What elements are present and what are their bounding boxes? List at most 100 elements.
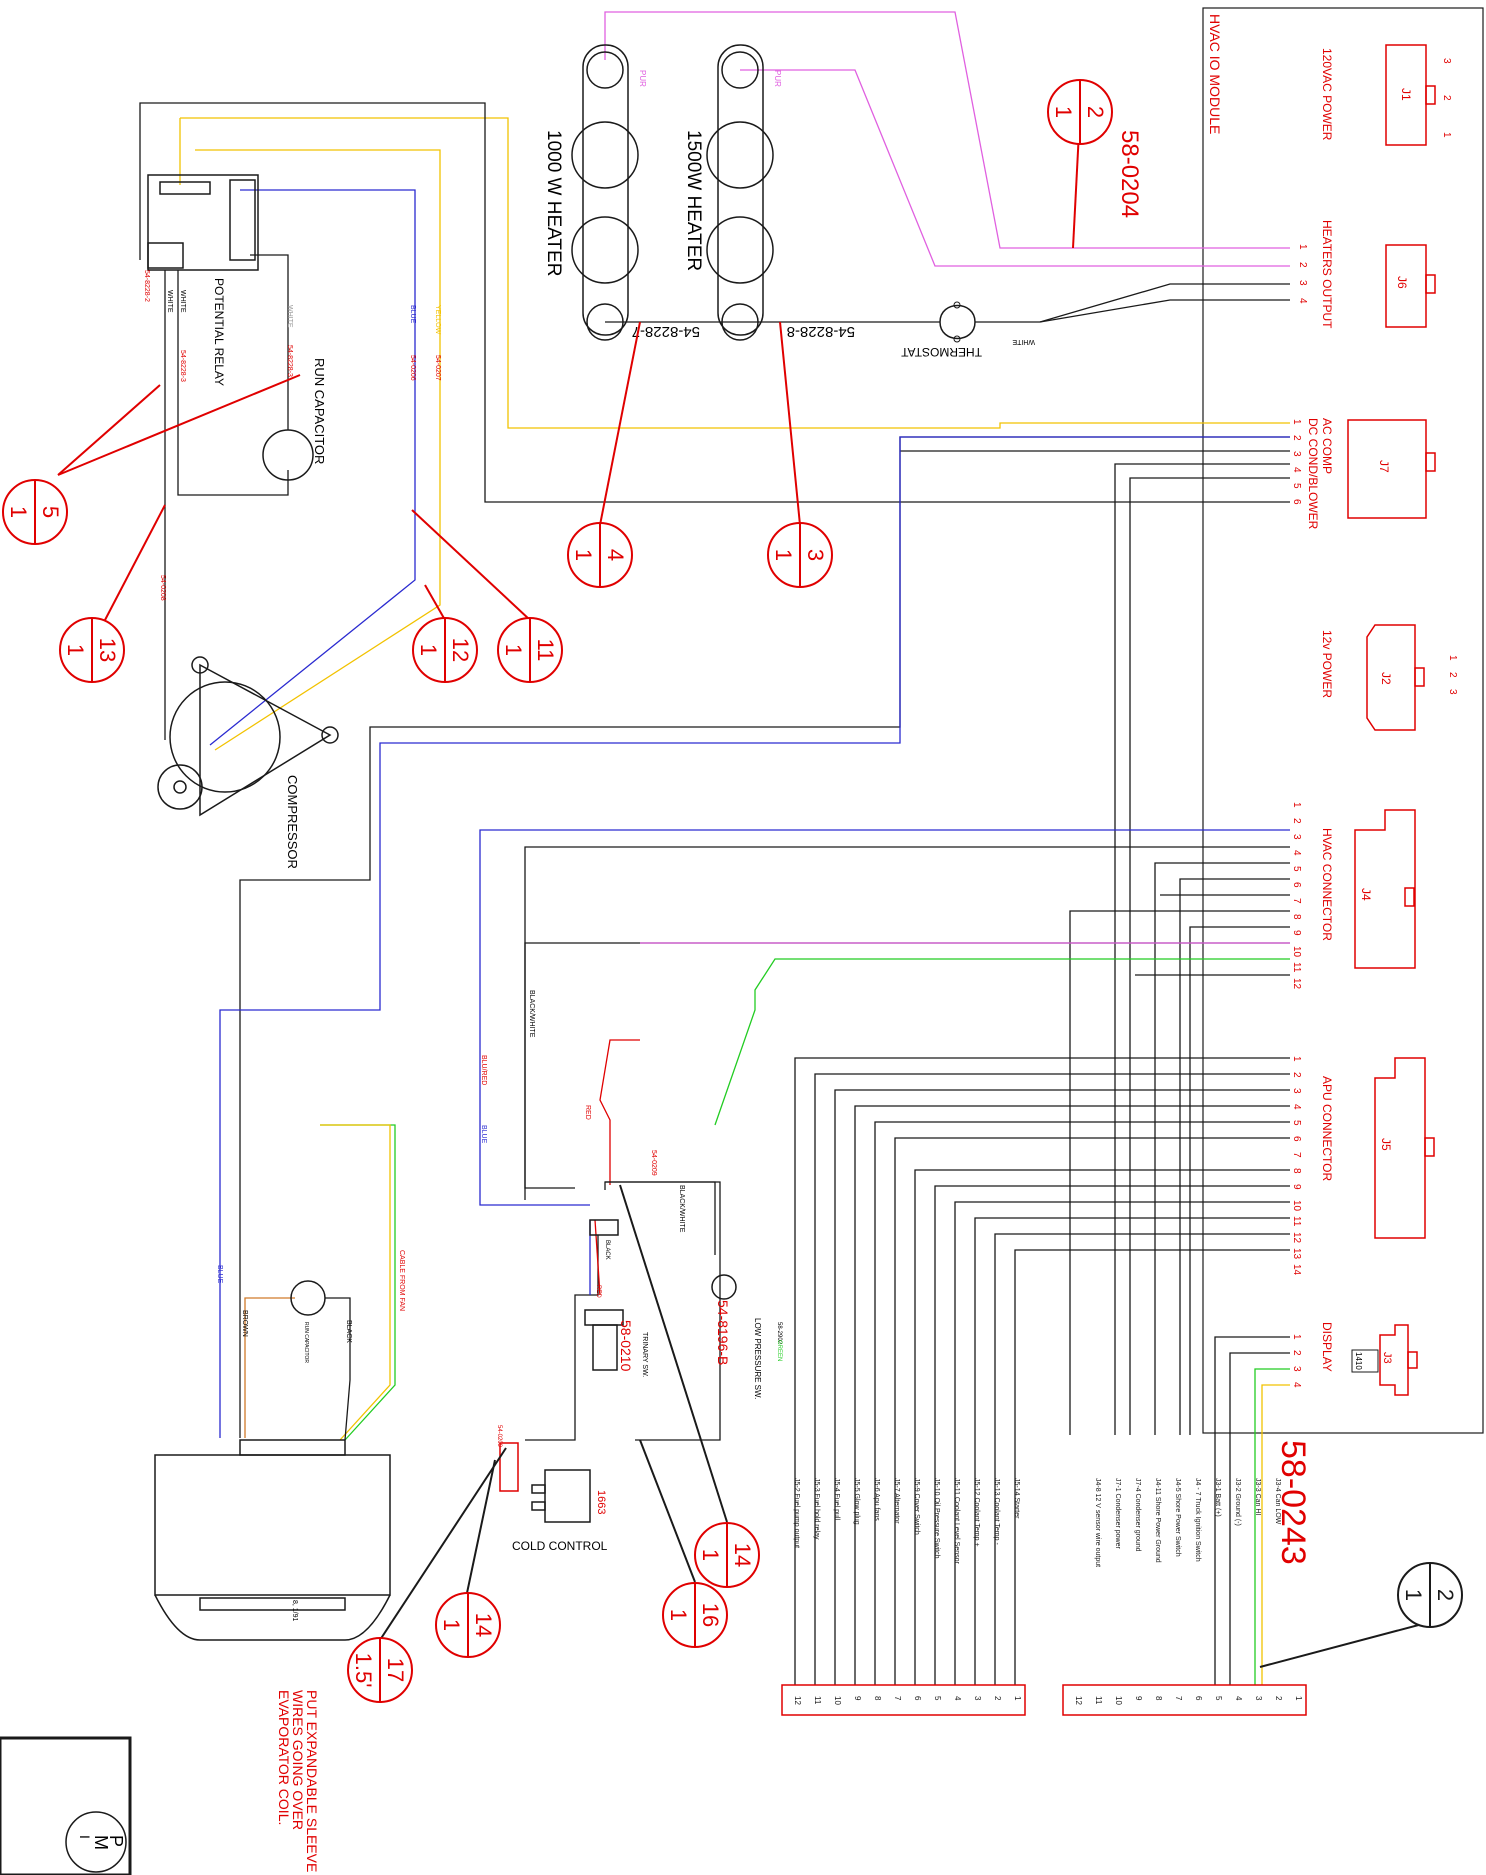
note: PUT EXPANDABLE SLEEVE ON WIRES GOING OVE…	[276, 1690, 320, 1875]
j4-pin: 6	[1291, 882, 1302, 888]
j1-label: 120VAC POWER	[1320, 48, 1334, 141]
callout-bubble: 51	[2, 479, 68, 545]
compressor: COMPRESSOR	[157, 656, 339, 869]
thermostat-white-label: WHITE	[1012, 338, 1035, 345]
low-pressure-switch: LOW PRESSURE SW. 54-8196-B 58-2902 GREEN	[711, 1274, 782, 1399]
tag-blue: BLUE	[409, 305, 416, 324]
j7-pin: 2	[1291, 435, 1302, 441]
terminal-pin: 12	[1074, 1696, 1083, 1705]
j5-pin: 6	[1291, 1136, 1302, 1142]
tag-54-0207: 54-0207	[434, 355, 441, 381]
heater-1500-pur-label: PUR	[773, 70, 782, 87]
terminal-signal: J5-9 Cover Switch	[913, 1478, 920, 1535]
callout-bubble: 131	[59, 617, 125, 683]
j5-pin: 4	[1291, 1104, 1302, 1110]
callout-number: 12	[448, 638, 473, 662]
j5-pin: 1	[1291, 1056, 1302, 1062]
j1-pin: 1	[1441, 132, 1452, 138]
j5-pin: 9	[1291, 1184, 1302, 1190]
j6-id: J6	[1395, 276, 1409, 289]
fan-size-label: 8, 1/91	[291, 1600, 298, 1622]
tag-58-2902: 58-2902	[776, 1322, 782, 1345]
callout-qty: 1	[439, 1619, 464, 1631]
j2-id: J2	[1379, 672, 1393, 685]
callout-qty: 1	[501, 644, 526, 656]
callout-qty: 1	[771, 549, 796, 561]
thermostat-label: THERMOSTAT	[900, 345, 982, 359]
heater-1500-label: 1500W HEATER	[683, 130, 704, 271]
terminal-signal: J3-3 Can HI	[1254, 1478, 1261, 1515]
callout-number: 5	[38, 506, 63, 518]
callout-qty: 1	[63, 644, 88, 656]
j5-pin: 12	[1291, 1232, 1302, 1244]
callout-qty: 1	[698, 1549, 723, 1561]
connector-j1: J1 120VAC POWER 3 2 1	[1320, 44, 1452, 146]
terminal-pin: 7	[1174, 1696, 1183, 1701]
connector-j5: J5 APU CONNECTOR 1 2 3 4 5 6 7 8 9 10 11…	[1291, 1056, 1435, 1276]
callout-bubble: 141	[694, 1522, 760, 1588]
wires	[139, 11, 1290, 1685]
j3-part: 1410	[1354, 1352, 1363, 1370]
j4-pin: 9	[1291, 930, 1302, 936]
terminal-pin: 10	[1114, 1696, 1123, 1705]
terminal-pin: 4	[1234, 1696, 1243, 1701]
j5-pin: 2	[1291, 1072, 1302, 1078]
tag-green: GREEN	[776, 1340, 782, 1361]
tag-54-0208: 54-0208	[159, 575, 166, 601]
j6-pin: 3	[1297, 280, 1308, 286]
j6-label: HEATERS OUTPUT	[1320, 220, 1334, 329]
callout-qty: 1	[1401, 1589, 1426, 1601]
j7-pin: 6	[1291, 499, 1302, 505]
logo-i: I	[77, 1835, 93, 1839]
j4-pin: 1	[1291, 802, 1302, 808]
module-part-number: 58-0243	[1274, 1440, 1312, 1565]
j5-pin: 3	[1291, 1088, 1302, 1094]
j7-label-2: DC COND/BLOWER	[1306, 418, 1320, 530]
terminal-signal: J5-6 Apu fans	[873, 1478, 880, 1521]
note-line-1: PUT EXPANDABLE SLEEVE ON	[304, 1690, 320, 1875]
j4-pin: 11	[1291, 962, 1302, 973]
callout-number: 3	[803, 549, 828, 561]
tag-54-8228-2: 54-8228-2	[143, 270, 150, 302]
j6-pin: 2	[1297, 262, 1308, 268]
trinary-label: TRINARY SW.	[641, 1332, 648, 1377]
low-pressure-part: 54-8196-B	[715, 1300, 731, 1365]
module-title: HVAC IO MODULE	[1207, 14, 1223, 134]
j6-pin: 4	[1297, 298, 1308, 304]
terminal-signal: J5-7 Alternator	[893, 1478, 900, 1524]
terminal-pin: 5	[1214, 1696, 1223, 1701]
j4-pin: 4	[1291, 850, 1302, 856]
j4-pin: 8	[1291, 914, 1302, 920]
tag-54-0209: 54-0209	[650, 1150, 657, 1176]
wire-tag-54-8228-7: 54-8228-7	[632, 323, 700, 340]
callout-qty: 1	[666, 1609, 691, 1621]
terminal-pin: 12	[793, 1696, 802, 1705]
j4-pin: 2	[1291, 818, 1302, 824]
callout-number: 11	[533, 639, 558, 662]
terminal-pin: 8	[873, 1696, 882, 1701]
terminal-signal: J3-1 Batt (+)	[1214, 1478, 1221, 1517]
low-pressure-label: LOW PRESSURE SW.	[753, 1318, 762, 1399]
j3-pin: 3	[1291, 1366, 1302, 1372]
terminal-pin: 2	[993, 1696, 1002, 1701]
tag-white-3: WHITE	[286, 305, 293, 328]
terminal-signal: J3-4 Can LOW	[1274, 1478, 1281, 1525]
j4-id: J4	[1359, 888, 1373, 901]
terminal-pin: 10	[833, 1696, 842, 1705]
tag-blu-red: BLU/RED	[480, 1055, 487, 1085]
callout-bubble: 14 1	[435, 1592, 501, 1658]
terminal-signal: J4-5 Shore Power Switch	[1174, 1478, 1181, 1557]
cable-from-fan-label: CABLE FROM FAN	[398, 1250, 405, 1311]
terminal-signal: J7-1 Condenser power	[1114, 1478, 1121, 1549]
callout-bubble: 171.5'	[347, 1637, 413, 1703]
callout-bubble: 21	[1397, 1562, 1463, 1628]
tag-red: RED	[584, 1105, 591, 1120]
tag-yellow: YELLOW	[434, 305, 441, 335]
callout-qty: 1.5'	[351, 1653, 376, 1688]
callout-number: 14	[471, 1613, 496, 1637]
terminal-signal: J5-5 Glow plug	[853, 1478, 860, 1525]
trinary-switch: TRINARY SW. 58-0210 BLACK RED	[584, 1219, 648, 1377]
j3-pin: 4	[1291, 1382, 1302, 1388]
callout-part-58-0204: 58-0204	[1116, 130, 1143, 218]
